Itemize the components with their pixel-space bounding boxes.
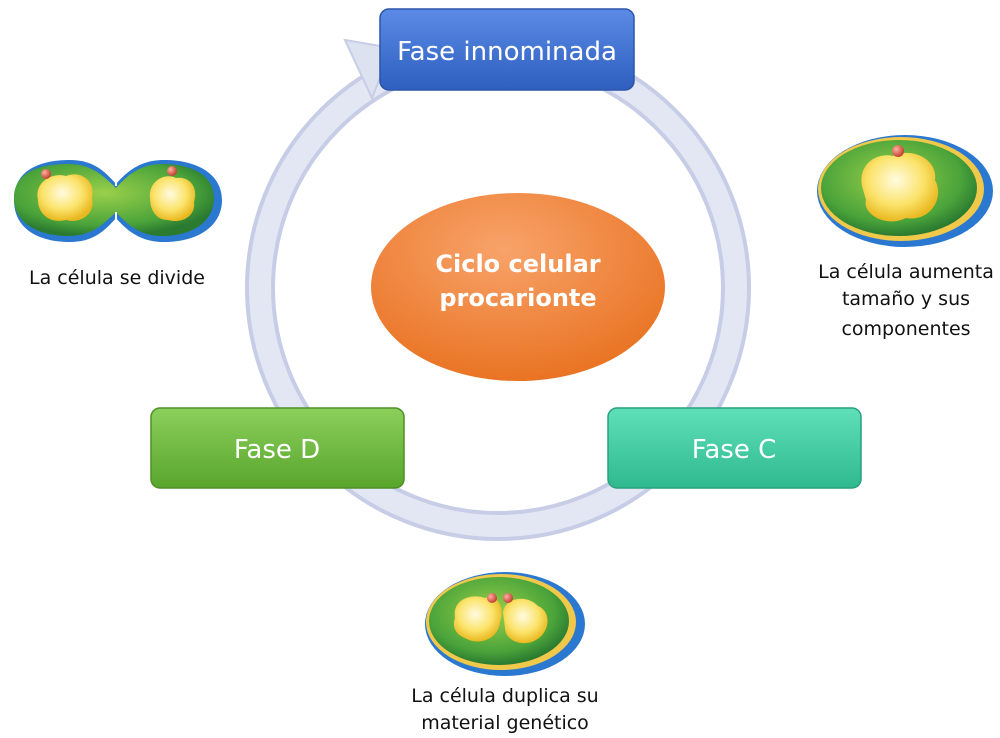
cell-dividing-image <box>14 160 222 242</box>
phase-label-c: Fase C <box>692 435 776 465</box>
caption-duplicating-line2: material genético <box>421 712 589 734</box>
center-title-line1: Ciclo celular <box>435 250 600 278</box>
center-node: Ciclo celular procarionte <box>371 193 665 381</box>
caption-dividing: La célula se divide <box>29 267 205 289</box>
center-title-line2: procarionte <box>439 284 596 312</box>
caption-duplicating: La célula duplica su material genético <box>411 685 598 734</box>
phase-box-innominada: Fase innominada <box>379 8 635 91</box>
cell-duplicating-image <box>425 572 585 676</box>
caption-dividing-line1: La célula se divide <box>29 267 205 289</box>
phase-box-c: Fase C <box>607 407 862 489</box>
caption-growing-line1: La célula aumenta <box>818 261 994 283</box>
caption-growing-line2: tamaño y sus <box>842 288 970 310</box>
cell-growing-image <box>817 135 993 247</box>
caption-duplicating-line1: La célula duplica su <box>411 685 598 707</box>
phase-label-d: Fase D <box>234 435 320 465</box>
caption-growing: La célula aumenta tamaño y sus component… <box>818 261 994 340</box>
phase-label-innominada: Fase innominada <box>397 37 617 67</box>
caption-growing-line3: componentes <box>841 318 970 340</box>
phase-box-d: Fase D <box>150 407 405 489</box>
